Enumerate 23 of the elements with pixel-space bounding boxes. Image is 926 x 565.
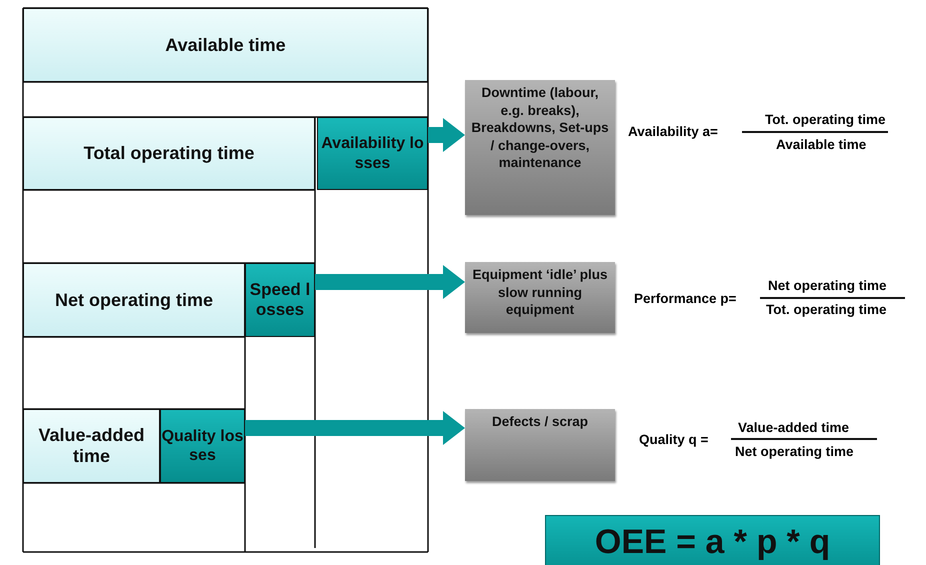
process-box: Value-added time [23,409,160,483]
numerator-text: Net operating time [768,278,887,293]
formula-box: OEE = a * p * q [545,515,880,565]
block-arrow [245,411,465,445]
block-arrow [428,118,465,152]
denominator-text: Tot. operating time [766,302,886,317]
cause-box: Downtime (labour, e.g. breaks), Breakdowns, Set-ups / change-overs, maintenance [465,80,615,215]
heading-box: Available time [23,8,428,82]
formula-label: Performance p= [634,291,736,306]
formula-label: Availability a= [628,124,718,139]
loss-box: Quality losses [160,409,245,483]
cause-box: Equipment ‘idle’ plus slow running equipment [465,262,615,333]
loss-box: Availability losses [317,117,428,190]
denominator-text: Net operating time [735,444,854,459]
numerator-text: Value-added time [738,420,850,435]
process-box: Total operating time [23,117,315,190]
numerator-text: Tot. operating time [765,112,886,127]
process-box: Net operating time [23,263,245,337]
loss-box: Speed losses [245,263,315,337]
cause-box: Defects / scrap [465,409,615,481]
denominator-text: Available time [776,137,866,152]
formula-label: Quality q = [639,432,708,447]
block-arrow [315,265,465,299]
